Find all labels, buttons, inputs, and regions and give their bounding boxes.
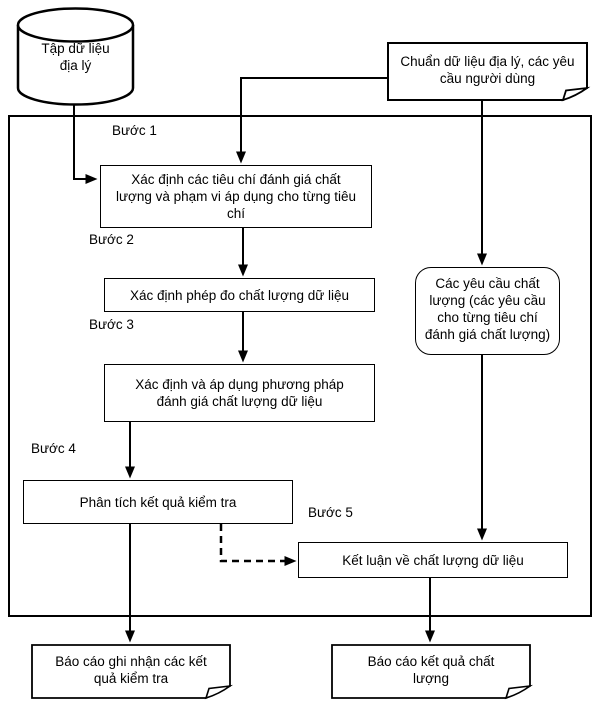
quality-requirements-box: Các yêu cầu chất lượng (các yêu cầu cho … <box>415 267 560 355</box>
step2-label: Bước 2 <box>89 232 134 247</box>
step2-box: Xác định phép đo chất lượng dữ liệu <box>104 278 375 312</box>
document-shape-standards <box>387 42 591 102</box>
report-quality-label: Báo cáo kết quả chất lượng <box>367 654 495 686</box>
step4-label: Bước 4 <box>31 441 76 456</box>
document-shape-report-quality <box>331 644 533 700</box>
document-shape-report-inspection <box>31 644 233 700</box>
database-cylinder-shape <box>16 7 135 106</box>
step4-box: Phân tích kết quả kiểm tra <box>23 480 293 524</box>
step3-box: Xác định và áp dụng phương pháp đánh giá… <box>104 364 375 422</box>
step1-label: Bước 1 <box>112 123 157 138</box>
process-frame <box>8 115 592 617</box>
arrow-dataset-to-step1 <box>73 104 98 184</box>
step5-label: Bước 5 <box>308 505 353 520</box>
arrow-standards-to-step1 <box>236 77 388 164</box>
step1-box: Xác định các tiêu chí đánh giá chất lượn… <box>100 165 372 228</box>
standards-doc-label: Chuẩn dữ liệu địa lý, các yêu cầu người … <box>400 54 575 86</box>
report-inspection-label: Báo cáo ghi nhận các kết quả kiểm tra <box>55 654 207 686</box>
geo-dataset-label: Tập dữ liệu địa lý <box>41 41 110 73</box>
step3-label: Bước 3 <box>89 317 134 332</box>
dashed-arrow-step4-to-step5 <box>219 524 297 566</box>
step5-box: Kết luận về chất lượng dữ liệu <box>298 542 568 578</box>
